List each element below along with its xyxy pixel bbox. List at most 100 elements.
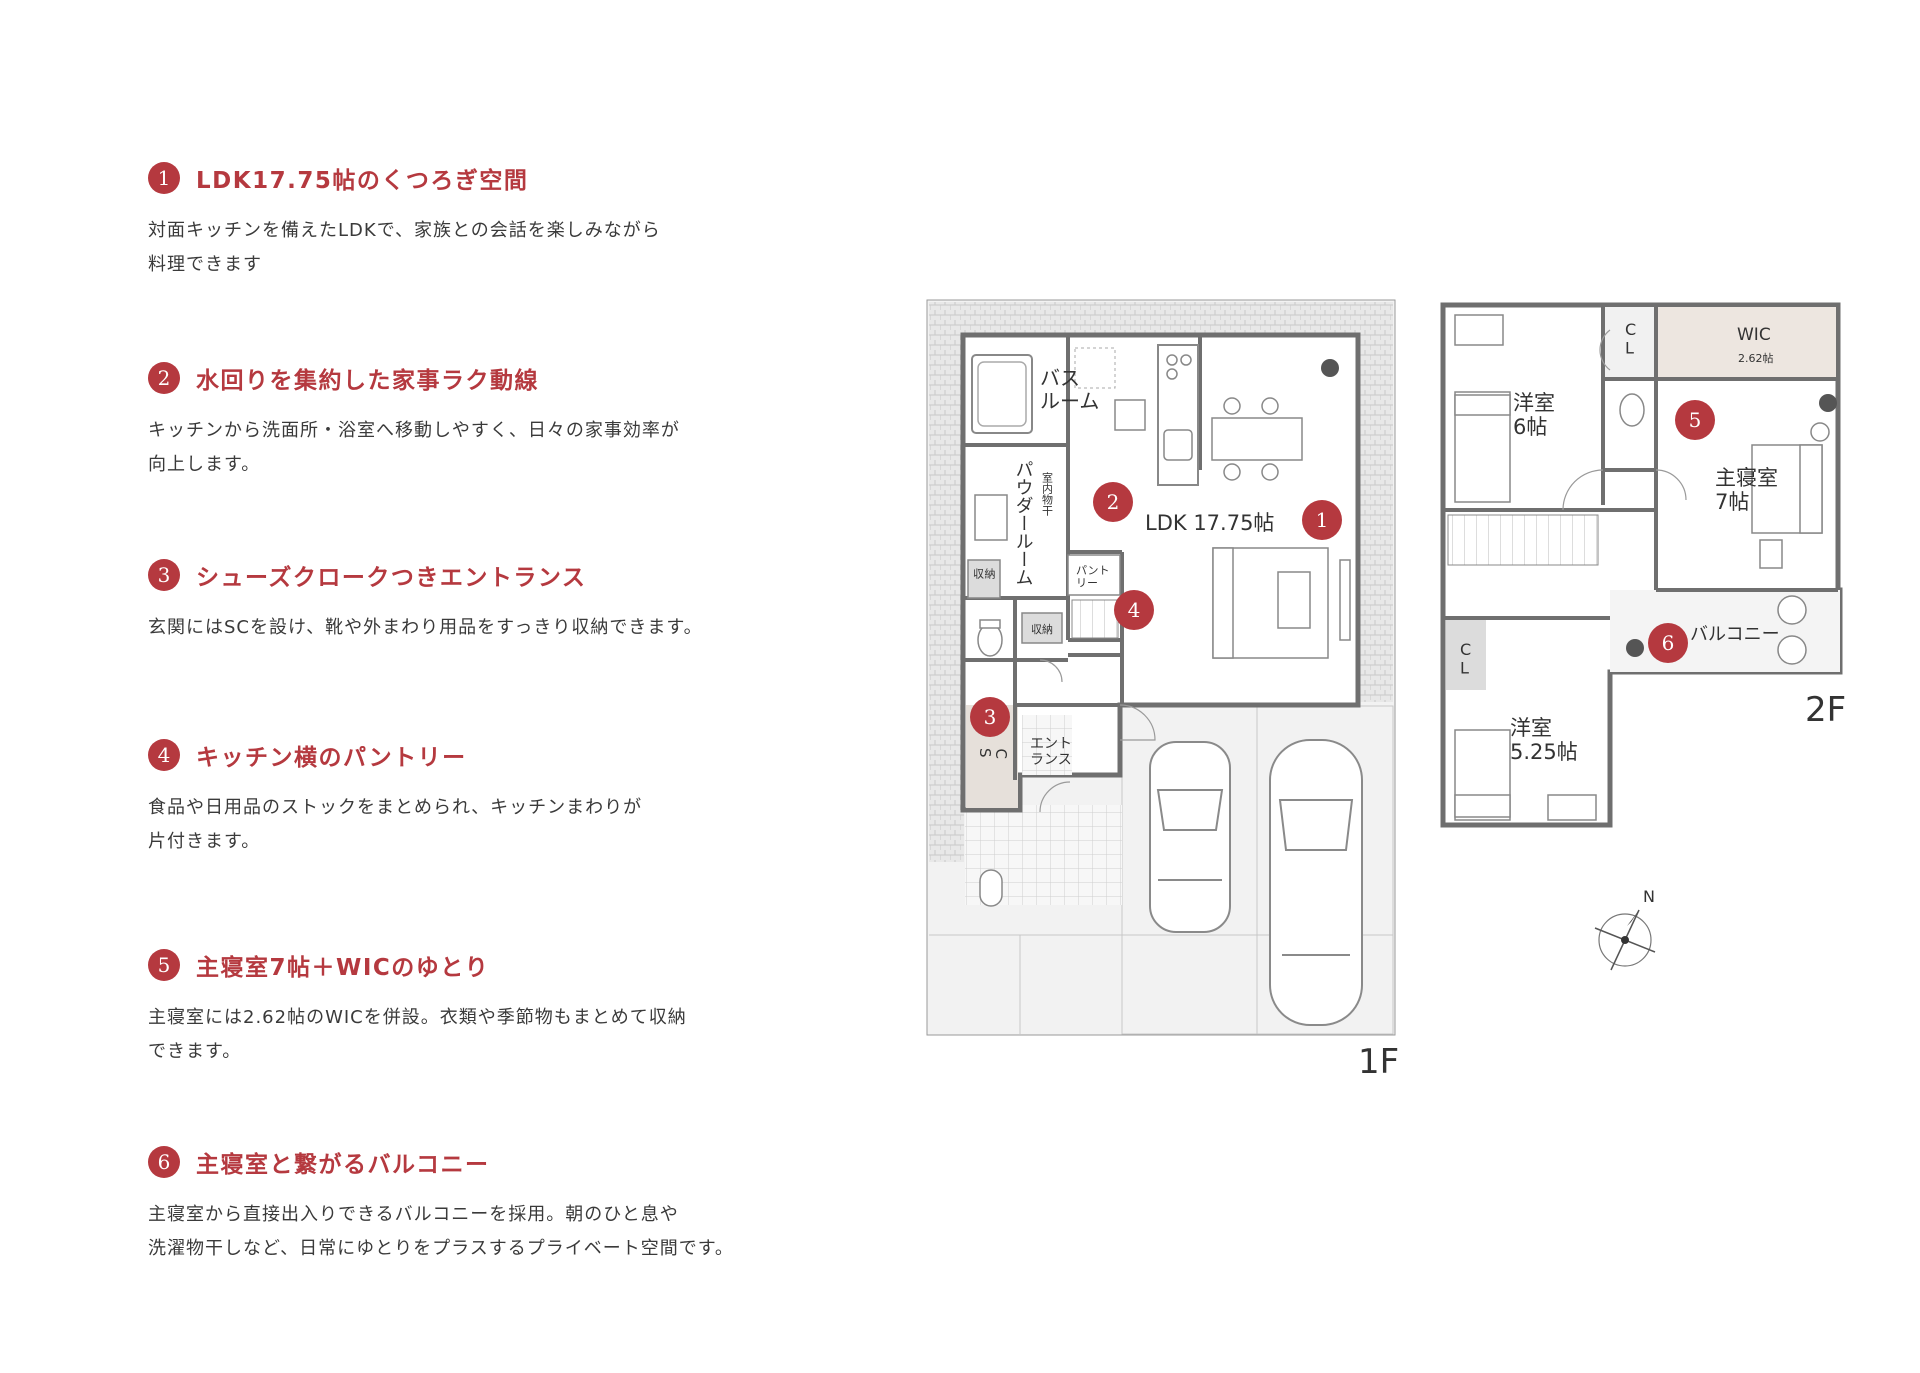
garden-band-left xyxy=(929,302,964,862)
balcony-chair-b xyxy=(1777,635,1807,665)
marker-1: 1 xyxy=(1302,500,1342,540)
gate-post xyxy=(979,869,1003,907)
svg-text:5: 5 xyxy=(1689,408,1702,432)
feature-number-badge: 2 xyxy=(148,362,180,394)
feature-number-badge: 1 xyxy=(148,162,180,194)
feature-6: 6 主寝室と繋がるバルコニー 主寝室から直接出入りできるバルコニーを採用。朝のひ… xyxy=(148,1142,808,1266)
svg-text:2: 2 xyxy=(1107,490,1120,514)
feature-4: 4 キッチン横のパントリー 食品や日用品のストックをまとめられ、キッチンまわりが… xyxy=(148,735,808,859)
room-label-indoor-dry: 室内物干 xyxy=(1041,471,1054,517)
dining-table xyxy=(1211,417,1303,461)
feature-title: キッチン横のパントリー xyxy=(196,745,467,771)
tv-board xyxy=(1339,559,1351,641)
feature-title: 水回りを集約した家事ラク動線 xyxy=(196,368,539,394)
feature-heading: 2 水回りを集約した家事ラク動線 xyxy=(148,358,808,398)
door-swings-2f xyxy=(1562,329,1687,511)
svg-text:3: 3 xyxy=(984,705,997,729)
room-label-storage-a: 収納 xyxy=(972,568,997,580)
refrigerator xyxy=(1114,399,1146,431)
desk-room2 xyxy=(1547,794,1597,821)
labels-1f: バスルーム パウダールーム 室内物干 LDK 17.75帖 パントリー 収納 収… xyxy=(972,366,1275,768)
car-right xyxy=(1269,739,1363,1026)
feature-description: 玄関にはSCを設け、靴や外まわり用品をすっきり収納できます。 xyxy=(148,617,703,638)
plan-markers: 1 2 3 4 5 6 xyxy=(970,400,1715,737)
feature-description: 主寝室から直接出入りできるバルコニーを採用。朝のひと息や 洗濯物干しなど、日常に… xyxy=(148,1204,734,1259)
wic-floor xyxy=(1658,307,1836,379)
nightstand xyxy=(1759,539,1783,569)
room-label-powder: パウダールーム xyxy=(1013,460,1034,586)
stairs-1f xyxy=(1071,599,1119,639)
plant-icon-balcony xyxy=(1626,639,1644,657)
kitchen-counter xyxy=(1157,344,1199,486)
plant-icon-1f xyxy=(1321,359,1339,377)
cupboard xyxy=(1074,347,1116,389)
feature-description: 対面キッチンを備えたLDKで、家族との会話を楽しみながら 料理できます xyxy=(148,220,661,275)
feature-3: 3 シューズクロークつきエントランス 玄関にはSCを設け、靴や外まわり用品をすっ… xyxy=(148,555,808,645)
feature-2: 2 水回りを集約した家事ラク動線 キッチンから洗面所・浴室へ移動しやすく、日々の… xyxy=(148,358,808,482)
feature-description: 食品や日用品のストックをまとめられ、キッチンまわりが 片付きます。 xyxy=(148,797,643,852)
feature-title: シューズクロークつきエントランス xyxy=(196,565,587,591)
feature-heading: 6 主寝室と繋がるバルコニー xyxy=(148,1142,808,1182)
car-left xyxy=(1149,741,1231,933)
feature-heading: 1 LDK17.75帖のくつろぎ空間 xyxy=(148,158,808,198)
feature-heading: 5 主寝室7帖＋WICのゆとり xyxy=(148,945,808,985)
room-label-entrance: エントランス xyxy=(1030,736,1072,768)
feature-number-badge: 3 xyxy=(148,559,180,591)
floor-label-1f: 1F xyxy=(1358,1042,1400,1082)
room-label-wic: WIC xyxy=(1737,325,1771,345)
floor-label-2f: 2F xyxy=(1805,690,1847,730)
plant-icon-master xyxy=(1819,394,1837,412)
marker-5: 5 xyxy=(1675,400,1715,440)
cl-floor-2 xyxy=(1446,620,1486,690)
feature-title: 主寝室と繋がるバルコニー xyxy=(196,1152,490,1178)
toilet-1f xyxy=(977,623,1003,657)
desk-room1 xyxy=(1454,314,1504,346)
feature-title: 主寝室7帖＋WICのゆとり xyxy=(196,955,490,981)
washstand xyxy=(974,494,1008,541)
feature-heading: 4 キッチン横のパントリー xyxy=(148,735,808,775)
interior-walls-2f xyxy=(1445,307,1838,620)
feature-heading: 3 シューズクロークつきエントランス xyxy=(148,555,808,595)
plan-1f xyxy=(926,299,1396,1036)
room-label-balcony: バルコニー xyxy=(1690,624,1780,645)
dining-chairs xyxy=(1223,397,1279,481)
room-label-bath: バスルーム xyxy=(1040,366,1099,413)
compass-icon: N xyxy=(1594,887,1656,971)
feature-5: 5 主寝室7帖＋WICのゆとり 主寝室には2.62帖のWICを併設。衣類や季節物… xyxy=(148,945,808,1069)
door-swings-1f xyxy=(1039,659,1156,813)
svg-text:4: 4 xyxy=(1128,598,1141,622)
storage-box-b xyxy=(1021,612,1063,644)
bathtub xyxy=(971,354,1033,434)
marker-4: 4 xyxy=(1114,590,1154,630)
cl-floor-1 xyxy=(1604,307,1656,379)
marker-6: 6 xyxy=(1648,623,1688,663)
room-label-wic-size: 2.62帖 xyxy=(1738,352,1774,365)
feature-number-badge: 5 xyxy=(148,949,180,981)
garden-band-top xyxy=(929,302,1393,336)
pantry-box xyxy=(1067,554,1121,596)
stairs-2f xyxy=(1447,514,1599,566)
marker-3: 3 xyxy=(970,697,1010,737)
room-label-ldk: LDK 17.75帖 xyxy=(1145,511,1274,535)
room-label-pantry: パントリー xyxy=(1076,564,1110,590)
compass-north-label: N xyxy=(1643,887,1655,906)
garden-band-right xyxy=(1357,302,1393,702)
entrance-floor xyxy=(1022,715,1072,775)
balcony-chair-a xyxy=(1777,595,1807,625)
svg-text:1: 1 xyxy=(1316,508,1329,532)
room-label-storage-b: 収納 xyxy=(1031,623,1053,636)
furniture-2f xyxy=(1454,314,1830,821)
room-label-sc: SC xyxy=(976,748,1010,758)
feature-description: 主寝室には2.62帖のWICを併設。衣類や季節物もまとめて収納 できます。 xyxy=(148,1007,687,1062)
feature-title: LDK17.75帖のくつろぎ空間 xyxy=(196,168,529,194)
marker-2: 2 xyxy=(1093,482,1133,522)
svg-text:6: 6 xyxy=(1662,631,1675,655)
plan-2f xyxy=(1440,302,1843,828)
